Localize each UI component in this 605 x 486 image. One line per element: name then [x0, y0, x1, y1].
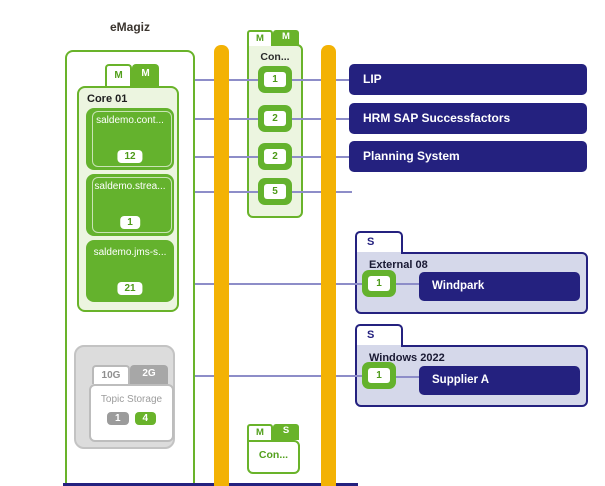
connector-count-badge[interactable]: 2: [258, 105, 292, 132]
machine-count-badge[interactable]: 1: [362, 270, 396, 297]
flow-card-count-badge[interactable]: 12: [117, 150, 143, 163]
connector-count-badge[interactable]: 1: [258, 66, 292, 93]
connector-count-badge[interactable]: 2: [258, 143, 292, 170]
connector-tab-m-active[interactable]: M: [273, 30, 299, 46]
system-bar-hrm-sap[interactable]: HRM SAP Successfactors: [349, 103, 587, 134]
flow-card-name: saldemo.cont...: [96, 115, 164, 126]
connector-tab-m-inactive[interactable]: M: [247, 30, 273, 46]
machine-name: External 08: [369, 259, 428, 271]
flow-card[interactable]: saldemo.cont... 12: [86, 108, 174, 170]
core-01-container[interactable]: Core 01 saldemo.cont... 12 saldemo.strea…: [77, 86, 179, 312]
connector-count-badge[interactable]: 5: [258, 178, 292, 205]
connector-bottom-tab-bar: M S: [247, 424, 299, 440]
connector-tab-s-active[interactable]: S: [273, 424, 299, 440]
connector-top-tab-bar: M M: [247, 30, 299, 46]
topic-storage-counts: 1 4: [91, 412, 172, 425]
emagiz-tab-m-inactive[interactable]: M: [105, 64, 132, 86]
system-button-windpark[interactable]: Windpark: [419, 272, 580, 301]
core-01-label: Core 01: [87, 93, 128, 105]
connection-line: [394, 376, 421, 378]
connector-tab-m-inactive[interactable]: M: [247, 424, 273, 440]
route-bar-left: [214, 45, 229, 486]
connector-count-value: 1: [264, 72, 286, 87]
topic-storage-tab-bar: 10G 2G: [92, 365, 168, 384]
topic-storage-container[interactable]: 10G 2G Topic Storage 1 4: [74, 345, 175, 449]
topic-tab-2g[interactable]: 2G: [130, 365, 168, 384]
system-bar-lip[interactable]: LIP: [349, 64, 587, 95]
flow-card[interactable]: saldemo.strea... 1: [86, 174, 174, 236]
system-button-supplier-a[interactable]: Supplier A: [419, 366, 580, 395]
connector-top-label: Con...: [260, 51, 290, 63]
flow-card-name: saldemo.jms-s...: [93, 247, 167, 258]
machine-count-badge[interactable]: 1: [362, 362, 396, 389]
connector-bottom-box[interactable]: Con...: [247, 440, 300, 474]
machine-tab-s[interactable]: S: [355, 324, 403, 345]
topic-count-gray-badge[interactable]: 1: [106, 412, 129, 425]
topic-count-green-badge[interactable]: 4: [134, 412, 157, 425]
flow-card[interactable]: saldemo.jms-s... 21: [86, 240, 174, 302]
flow-card-count-badge[interactable]: 21: [117, 282, 143, 295]
topic-storage-card[interactable]: Topic Storage 1 4: [89, 384, 174, 442]
flow-card-name: saldemo.strea...: [94, 181, 166, 192]
tab-merge-patch: [357, 252, 401, 254]
machine-count-value: 1: [368, 368, 390, 383]
emagiz-container[interactable]: M M Core 01 saldemo.cont... 12 saldemo.s…: [65, 50, 195, 486]
machine-name: Windows 2022: [369, 352, 445, 364]
emagiz-tab-bar: M M: [105, 64, 159, 86]
connector-count-value: 2: [264, 111, 286, 126]
cutoff-bottom-bar: [63, 483, 358, 486]
tab-merge-patch: [357, 345, 401, 347]
route-bar-right: [321, 45, 336, 486]
connection-line: [394, 283, 421, 285]
connector-count-value: 5: [264, 184, 286, 199]
topic-tab-10g[interactable]: 10G: [92, 365, 130, 384]
connection-line: [195, 283, 366, 285]
system-bar-planning[interactable]: Planning System: [349, 141, 587, 172]
topic-storage-label: Topic Storage: [100, 394, 163, 405]
emagiz-title: eMagiz: [109, 20, 150, 34]
connection-line: [195, 375, 366, 377]
connector-count-value: 2: [264, 149, 286, 164]
emagiz-tab-m-active[interactable]: M: [132, 64, 159, 86]
connector-bottom-label: Con...: [258, 449, 289, 461]
flow-card-count-badge[interactable]: 1: [120, 216, 140, 229]
machine-count-value: 1: [368, 276, 390, 291]
machine-tab-s[interactable]: S: [355, 231, 403, 252]
